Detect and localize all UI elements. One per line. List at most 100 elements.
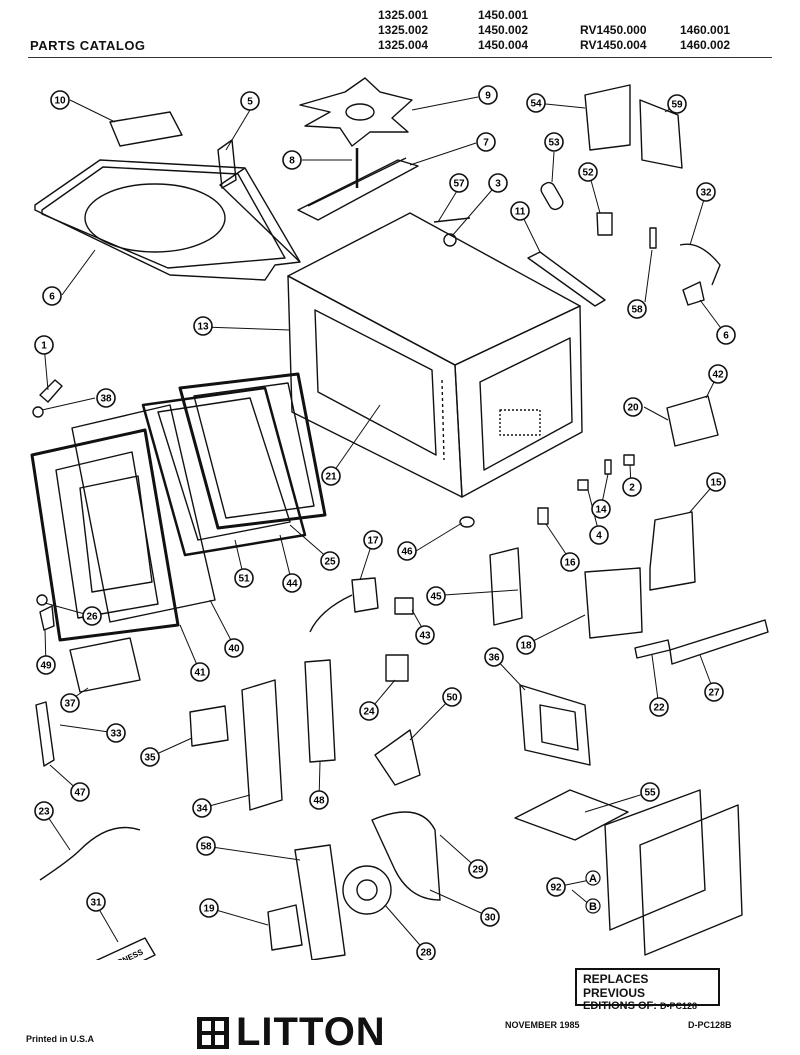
callout-number: 10: [54, 96, 66, 107]
callout-number: 53: [548, 138, 560, 149]
callout-number: 31: [90, 898, 102, 909]
callout-49: 49: [36, 655, 56, 675]
part-18-drawing: [489, 547, 523, 626]
model-number-list: 1325.001 1325.002 1325.004 1450.001 1450…: [0, 8, 800, 58]
callout-58: 58: [196, 836, 216, 856]
callout-circle: [484, 647, 504, 667]
callout-circle: [363, 530, 383, 550]
callout-17: 17: [363, 530, 383, 550]
part-4-drawing: [459, 516, 475, 528]
part-17-drawing: [537, 507, 549, 525]
callout-circle: [544, 132, 564, 152]
footer-code: D-PC128B: [688, 1020, 732, 1030]
callout-58: 58: [627, 299, 647, 319]
callout-number: 25: [324, 557, 336, 568]
callout-11: 11: [510, 201, 530, 221]
callout-number: 37: [64, 699, 76, 710]
callout-circle: [106, 723, 126, 743]
callout-52: 52: [578, 162, 598, 182]
model-number: 1325.002: [378, 23, 429, 37]
part-42-drawing: [32, 406, 44, 418]
callout-circle: [50, 90, 70, 110]
callout-circle: [510, 201, 530, 221]
callout-number: 54: [530, 99, 542, 110]
callout-number: 19: [203, 904, 215, 915]
callout-circle: [82, 606, 102, 626]
callout-number: 28: [420, 948, 432, 959]
callout-circle: [526, 93, 546, 113]
callout-number: 3: [495, 179, 501, 190]
base-plate-drawing: [34, 159, 301, 281]
callout-number: 5: [247, 97, 253, 108]
callout-number: 17: [367, 536, 379, 547]
capacitor-drawing: [666, 395, 719, 447]
part-49-drawing: [394, 597, 414, 615]
callout-number: 92: [550, 883, 562, 894]
exploded-parts-diagram: 1059545968753357523211586131384220212141…: [30, 77, 769, 960]
callout-6: 6: [42, 286, 62, 306]
part-24-drawing: [669, 619, 769, 665]
callout-number: 36: [488, 653, 500, 664]
callout-59: 59: [667, 94, 687, 114]
callout-6: 6: [716, 325, 736, 345]
callout-circle: [468, 859, 488, 879]
callout-number: 4: [596, 531, 602, 542]
callout-circle: [60, 693, 80, 713]
callout-circle: [708, 364, 728, 384]
callout-circle: [667, 94, 687, 114]
panel-a-drawing: [604, 789, 706, 931]
callout-53: 53: [544, 132, 564, 152]
callout-number: 34: [196, 804, 208, 815]
callout-14: 14: [591, 499, 611, 519]
callout-55: 55: [640, 782, 660, 802]
control-panel-drawing: [241, 679, 283, 811]
part-52-drawing: [596, 212, 613, 236]
litton-logo-icon: [197, 1016, 229, 1049]
callout-circle: [546, 877, 566, 897]
callout-number: 46: [401, 547, 413, 558]
callout-circle: [415, 625, 435, 645]
callout-57: 57: [449, 173, 469, 193]
part-13-drawing: [682, 281, 705, 306]
part-23-drawing: [514, 789, 629, 841]
callout-number: 47: [74, 788, 86, 799]
replaces-previous-box: REPLACES PREVIOUS EDITIONS OF: D-PC128: [575, 968, 720, 1012]
callout-circle: [706, 472, 726, 492]
callout-circle: [282, 150, 302, 170]
callout-number: 13: [197, 322, 209, 333]
part-53-drawing: [540, 181, 564, 211]
callout-number: 27: [708, 688, 720, 699]
callout-26: 26: [82, 606, 102, 626]
model-number: 1325.004: [378, 38, 429, 52]
callout-circle: [192, 798, 212, 818]
callout-circle: [696, 182, 716, 202]
model-number: RV1450.000: [580, 23, 647, 37]
callout-circle: [716, 325, 736, 345]
replaces-code: D-PC128: [660, 1001, 698, 1011]
callout-circle: [397, 541, 417, 561]
callout-circle: [70, 782, 90, 802]
duct-drawing: [294, 844, 346, 960]
callout-circle: [240, 91, 260, 111]
model-number: 1450.001: [478, 8, 529, 22]
part-38-drawing: [39, 379, 63, 403]
callout-number: 29: [472, 865, 484, 876]
callout-46: 46: [397, 541, 417, 561]
callout-number: 6: [49, 292, 55, 303]
callout-circle: [560, 552, 580, 572]
part-5-drawing: [217, 139, 237, 189]
callout-number: 59: [671, 100, 683, 111]
callout-circle: [578, 162, 598, 182]
panel-b-drawing: [639, 804, 743, 956]
callout-circle: [516, 635, 536, 655]
part-51-drawing: [309, 577, 379, 633]
callout-33: 33: [106, 723, 126, 743]
part-14-drawing: [623, 454, 635, 466]
callout-20: 20: [623, 397, 643, 417]
callout-circle: [196, 836, 216, 856]
part-10-drawing: [109, 111, 183, 147]
door-assembly-drawing: [30, 372, 327, 642]
page-title: PARTS CATALOG: [30, 38, 146, 53]
callout-number: 40: [228, 644, 240, 655]
callout-40: 40: [224, 638, 244, 658]
